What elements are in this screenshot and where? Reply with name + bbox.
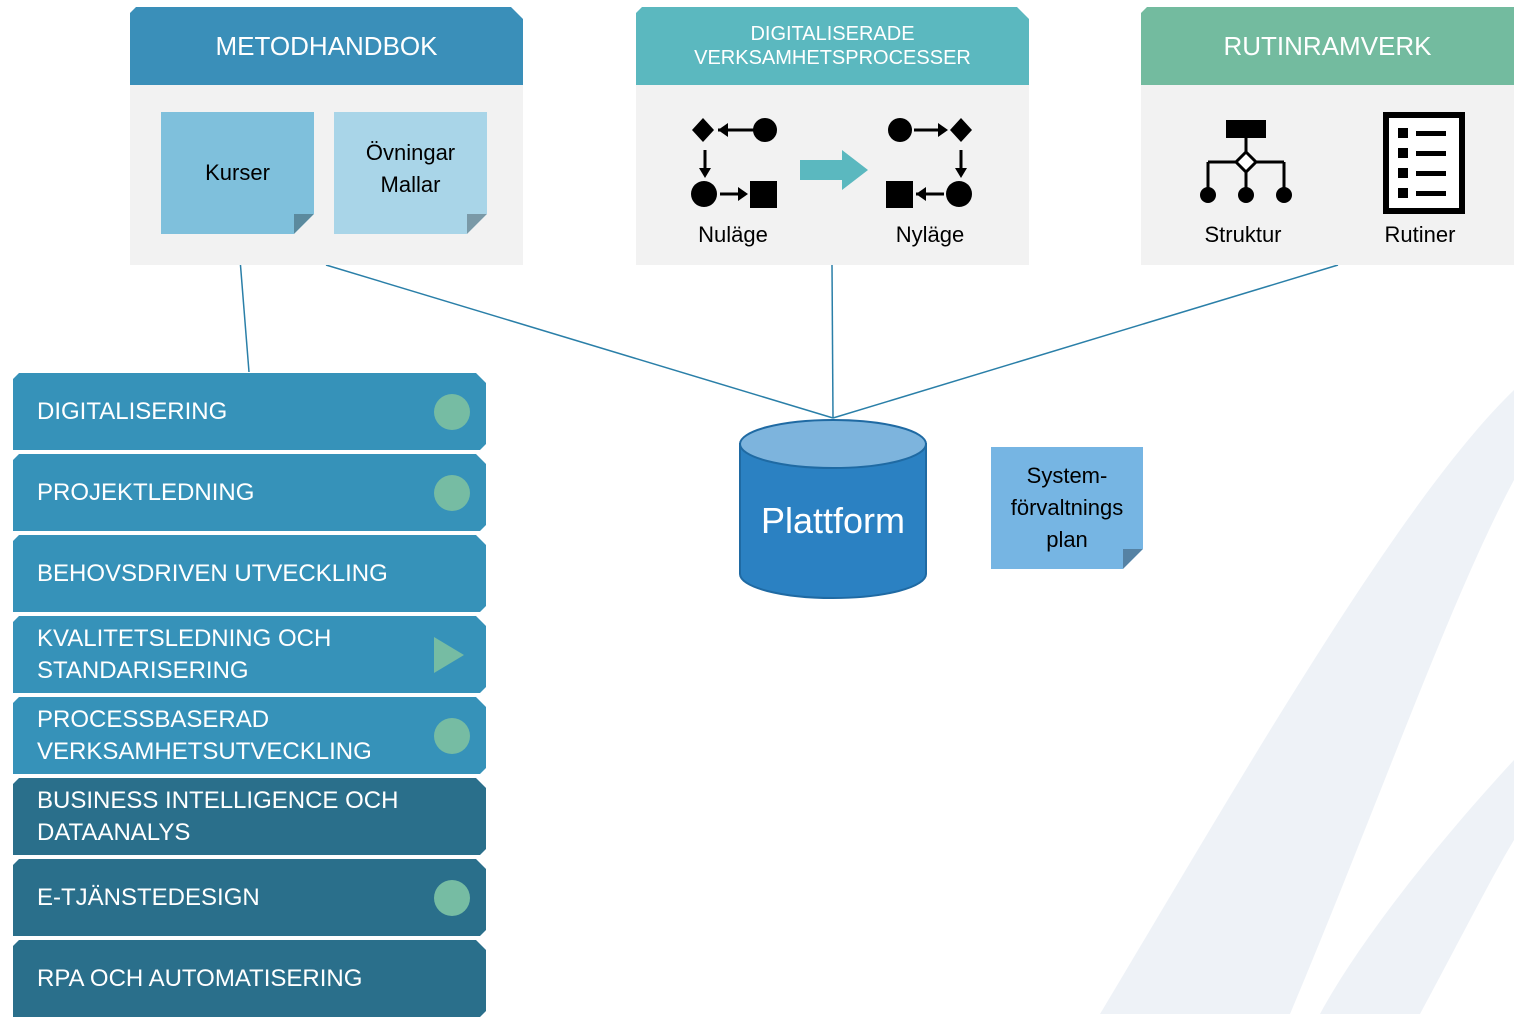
status-dot-icon: [434, 880, 470, 916]
note-mallar-label: Mallar: [380, 172, 441, 197]
method-label: E-TJÄNSTEDESIGN: [37, 883, 260, 911]
future-state-label: Nyläge: [895, 222, 965, 247]
status-dot-icon: [434, 718, 470, 754]
database-cylinder-icon: [739, 419, 927, 599]
system-note-line3: plan: [1046, 526, 1088, 552]
rutinramverk-title: RUTINRAMVERK: [1223, 30, 1432, 61]
method-item[interactable]: PROCESSBASERAD VERKSAMHETSUTVECKLING: [13, 697, 486, 774]
routines-label: Rutiner: [1384, 222, 1456, 247]
checklist-icon: [1383, 112, 1465, 214]
rutinramverk-header: RUTINRAMVERK: [1141, 7, 1514, 85]
processer-title-line1: DIGITALISERADE: [750, 23, 915, 45]
metodhandbok-title: METODHANDBOK: [215, 30, 438, 61]
connector-rutinramverk-to-platform: [832, 264, 1339, 419]
note-kurser[interactable]: Kurser: [161, 112, 314, 234]
method-item[interactable]: RPA OCH AUTOMATISERING: [13, 940, 486, 1017]
connector-metodhandbok-to-platform: [325, 264, 834, 419]
note-ovningar-label: Övningar: [365, 140, 456, 166]
note-systemforvaltningsplan[interactable]: System- förvaltnings plan: [991, 447, 1143, 569]
method-label: RPA OCH AUTOMATISERING: [37, 964, 363, 992]
method-item[interactable]: BEHOVSDRIVEN UTVECKLING: [13, 535, 486, 612]
structure-label: Struktur: [1204, 222, 1282, 247]
arrow-right-icon: [800, 150, 868, 190]
system-note-line1: System-: [1026, 463, 1108, 489]
method-item[interactable]: BUSINESS INTELLIGENCE OCH DATAANALYS: [13, 778, 486, 855]
processer-title-line2: VERKSAMHETSPROCESSER: [694, 47, 971, 69]
status-triangle-icon: [434, 637, 464, 673]
method-item[interactable]: KVALITETSLEDNING OCH STANDARISERING: [13, 616, 486, 693]
status-dot-icon: [434, 394, 470, 430]
system-note-line2: förvaltnings: [1010, 495, 1124, 521]
process-current-icon: [691, 118, 777, 208]
method-item[interactable]: E-TJÄNSTEDESIGN: [13, 859, 486, 936]
processer-header: DIGITALISERADE VERKSAMHETSPROCESSER: [636, 7, 1029, 85]
method-item[interactable]: PROJEKTLEDNING: [13, 454, 486, 531]
method-label: KVALITETSLEDNING OCH STANDARISERING: [37, 625, 332, 684]
hierarchy-icon: [1200, 120, 1292, 203]
method-item[interactable]: DIGITALISERING: [13, 373, 486, 450]
connector-processer-to-platform: [831, 264, 834, 419]
current-state-label: Nuläge: [698, 222, 768, 247]
process-future-icon: [886, 118, 972, 208]
method-label: BUSINESS INTELLIGENCE OCH DATAANALYS: [37, 787, 399, 846]
note-ovningar-mallar[interactable]: Övningar Mallar: [334, 112, 487, 234]
method-label: PROJEKTLEDNING: [37, 478, 255, 506]
platform-label: Plattform: [760, 500, 906, 541]
note-kurser-label: Kurser: [205, 160, 270, 186]
method-label: BEHOVSDRIVEN UTVECKLING: [37, 559, 388, 587]
status-dot-icon: [434, 475, 470, 511]
metodhandbok-header: METODHANDBOK: [130, 7, 523, 85]
method-label: DIGITALISERING: [37, 397, 228, 425]
method-label: PROCESSBASERAD VERKSAMHETSUTVECKLING: [37, 706, 372, 765]
